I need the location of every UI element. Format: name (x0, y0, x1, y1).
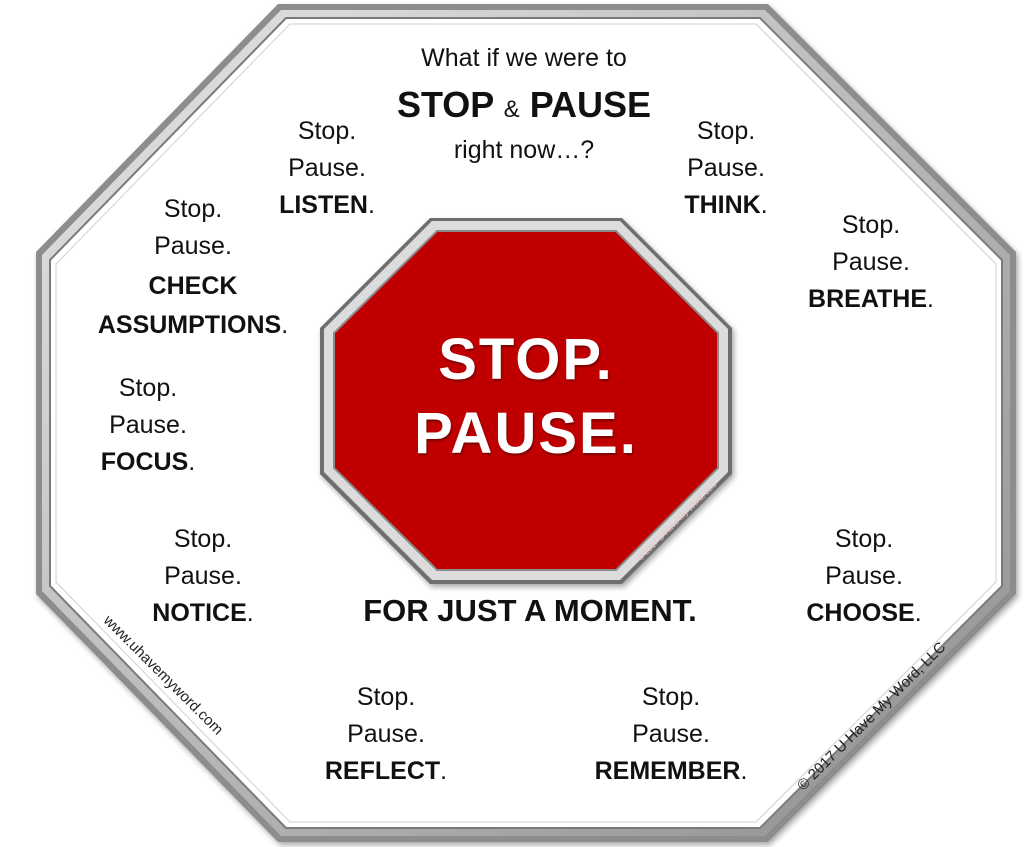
item-remember: Stop. Pause. REMEMBER. (594, 683, 748, 785)
header-amp: & (503, 96, 520, 123)
stop-sign-line2: PAUSE. (414, 401, 638, 466)
item-breathe: Stop. Pause. BREATHE. (808, 211, 934, 313)
item-notice: Stop. Pause. NOTICE. (152, 525, 254, 627)
header-line2: STOP & PAUSE (344, 84, 704, 126)
item-listen: Stop. Pause. LISTEN. (279, 117, 375, 219)
item-think: Stop. Pause. THINK. (684, 117, 768, 219)
header-pause: PAUSE (529, 84, 652, 125)
item-check-assumptions: Stop. Pause. CHECK ASSUMPTIONS. (97, 195, 289, 339)
header-stop: STOP (396, 84, 494, 125)
stop-sign-line1: STOP. (438, 327, 614, 392)
item-choose: Stop. Pause. CHOOSE. (806, 525, 922, 627)
header-line3: right now…? (453, 136, 595, 164)
header-line1: What if we were to (421, 44, 627, 72)
stop-sign-face (333, 230, 719, 571)
item-focus: Stop. Pause. FOCUS. (100, 374, 196, 476)
tagline: FOR JUST A MOMENT. (363, 593, 697, 628)
item-reflect: Stop. Pause. REFLECT. (324, 683, 448, 785)
